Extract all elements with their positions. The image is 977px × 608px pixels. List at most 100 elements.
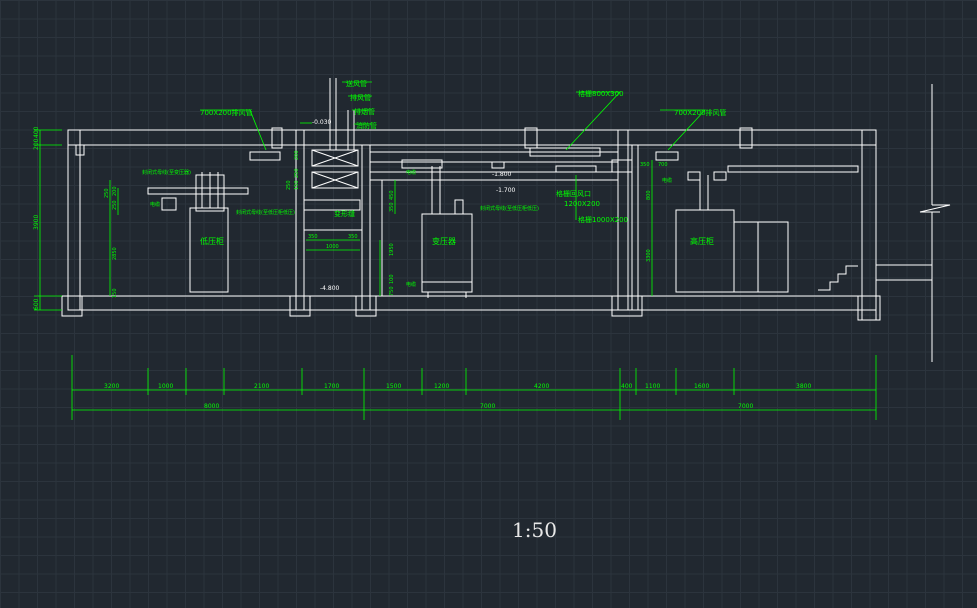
label-supply-duct: 送风管 — [346, 79, 367, 88]
label-duct-right: 700X200排风管 — [674, 108, 727, 117]
annotations: 700X200排风管 700X200排风管 送风管 排风管 排烟管 消防管 格栅… — [33, 79, 811, 410]
dim-m2-3: 100 — [389, 274, 395, 284]
dim-m2-2: 1950 — [389, 243, 395, 256]
label-right-note1: 电缆 — [662, 177, 672, 184]
label-mid-note2: 电缆 — [406, 169, 416, 176]
dim-bottom-2: 2100 — [254, 383, 269, 390]
wall-1 — [295, 129, 305, 311]
break-symbol — [919, 204, 951, 213]
grille-return — [555, 165, 597, 173]
label-left-note3: 封闭式母线(至低压柜低压) — [236, 209, 295, 216]
dim-mid-6: 350 — [348, 234, 358, 240]
dim-total-1: 7000 — [480, 403, 495, 410]
label-mid-note3: 电缆 — [406, 281, 416, 288]
dim-bottom-7: 400 — [621, 383, 633, 390]
dim-bottom-10: 3800 — [796, 383, 811, 390]
elevation-1: -1.800 — [492, 171, 512, 178]
dim-bottom-8: 1100 — [645, 383, 660, 390]
dim-ls-1: 200 — [112, 186, 118, 196]
beam — [739, 127, 753, 149]
dim-m2-1: 350 — [389, 202, 395, 212]
label-smoke-duct: 排烟管 — [354, 107, 375, 116]
dim-bottom-1: 1000 — [158, 383, 173, 390]
dim-left-0: 200 — [33, 138, 40, 150]
right-wall — [861, 129, 877, 321]
dim-right-3: 3300 — [646, 249, 652, 262]
wall-3 — [617, 129, 629, 311]
duct-box-2 — [311, 171, 359, 189]
label-mid-note1: 封闭式母线(至低压柜低压) — [480, 205, 539, 212]
beam — [75, 144, 85, 156]
elevation-2: -1.700 — [496, 187, 516, 194]
dim-bottom-5: 1200 — [434, 383, 449, 390]
stairs — [818, 265, 858, 291]
left-wall — [67, 129, 81, 311]
label-return-vent: 格栅回风口 — [556, 189, 591, 198]
transformer-base — [421, 281, 473, 293]
dim-left-2: 3900 — [33, 215, 40, 230]
label-return-vent-size: 1200X200 — [564, 200, 600, 208]
dim-ls-2: 250 — [112, 200, 118, 210]
dimension-lines — [34, 81, 877, 420]
pad-3 — [611, 295, 643, 317]
dim-left-3: 600 — [33, 298, 40, 310]
transformer — [421, 213, 473, 283]
right-duct-2 — [727, 165, 859, 173]
cabinet-2 — [733, 221, 759, 293]
duct-box-1 — [311, 149, 359, 167]
dim-ls-3: 2850 — [112, 247, 118, 260]
bracket — [161, 197, 177, 211]
dim-right-2: 800 — [646, 190, 652, 200]
cabinet-3 — [757, 221, 789, 293]
dim-left-1: 400 — [33, 126, 40, 138]
pad-2 — [355, 295, 377, 317]
high-voltage-cabinet — [675, 209, 735, 293]
beam — [271, 127, 283, 149]
dim-total-2: 7000 — [738, 403, 753, 410]
label-grille-top: 格栅800X300 — [578, 89, 624, 98]
label-left-note1: 封闭式母线(至变压器) — [142, 169, 191, 176]
label-grille-bottom: 格栅1000X200 — [578, 215, 628, 224]
right-duct — [655, 151, 679, 161]
vent — [491, 161, 505, 169]
dim-mid-1: 250 — [294, 168, 300, 178]
dim-m2-4: 750 — [389, 286, 395, 296]
dim-bottom-6: 4200 — [534, 383, 549, 390]
cable-tray — [147, 187, 249, 195]
room-left-equipment: 低压柜 — [200, 236, 224, 246]
dim-mid-3: 250 — [286, 180, 292, 190]
elevation-top: -0.030 — [312, 119, 332, 126]
left-footing — [61, 295, 83, 317]
label-duct-left: 700X200排风管 — [200, 108, 253, 117]
right-footing — [857, 295, 881, 321]
dim-ls-0: 250 — [104, 188, 110, 198]
dim-right-1: 700 — [658, 162, 668, 168]
label-left-note2: 电缆 — [150, 201, 160, 208]
dim-m2-0: 450 — [389, 190, 395, 200]
dim-mid-0: 200 — [294, 150, 300, 160]
label-exhaust-duct: 排风管 — [350, 93, 371, 102]
vent-shaft-label: 变形缝 — [334, 209, 355, 218]
dim-bottom-0: 3200 — [104, 383, 119, 390]
vent-shaft-box — [303, 199, 361, 211]
grille — [401, 159, 443, 169]
dim-total-0: 8000 — [204, 403, 219, 410]
dim-bottom-4: 1500 — [386, 383, 401, 390]
wall-4 — [631, 144, 639, 311]
dim-mid-2: 150 — [294, 180, 300, 190]
label-fire-duct: 消防管 — [356, 121, 377, 130]
dim-bottom-9: 1600 — [694, 383, 709, 390]
drawing-scale: 1:50 — [512, 518, 557, 542]
dim-ls-4: 150 — [112, 288, 118, 298]
elevation-floor: -4.800 — [320, 285, 340, 292]
pad-1 — [289, 295, 311, 317]
dim-right-0: 350 — [640, 162, 650, 168]
room-right-equipment: 高压柜 — [690, 236, 714, 246]
grille-top — [529, 147, 601, 157]
dim-mid-5: 1000 — [326, 244, 339, 250]
main-duct-2 — [369, 171, 619, 181]
building-structure — [61, 78, 951, 362]
dim-mid-4: 350 — [308, 234, 318, 240]
